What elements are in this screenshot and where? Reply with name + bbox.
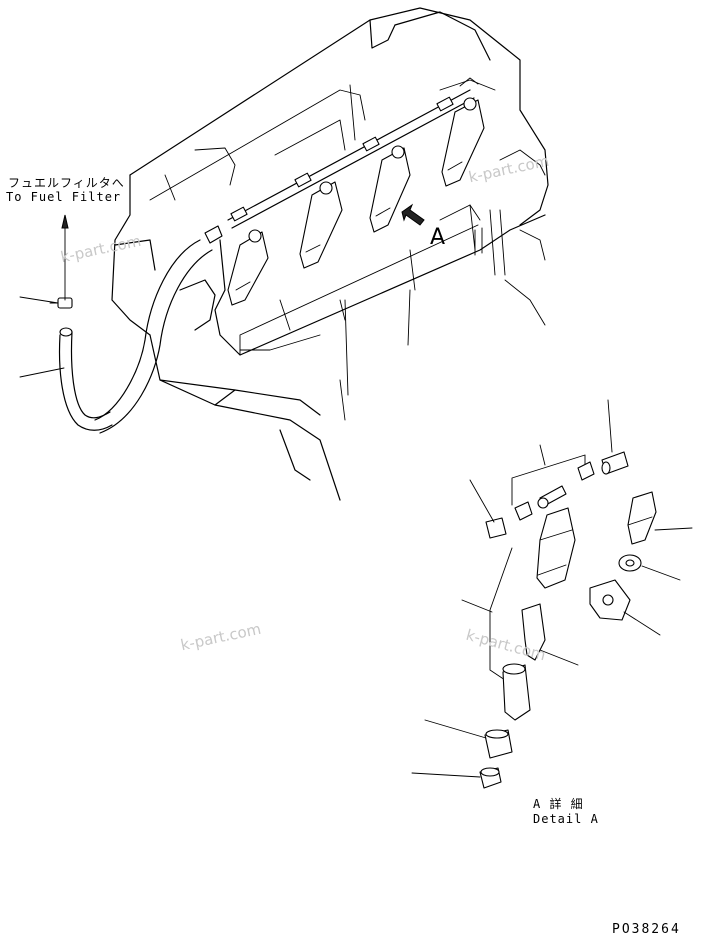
- leader-clamp: [19, 296, 59, 304]
- to-filter-arrowhead: [61, 214, 69, 229]
- view-a-letter: A: [430, 225, 446, 250]
- engine-block: [111, 7, 549, 501]
- clip-right: [577, 461, 595, 481]
- detail-a-label-jp: A 詳 細: [533, 797, 584, 811]
- leader-hose: [19, 367, 65, 378]
- fuel-injector-1: [227, 229, 269, 306]
- seal-piece-left: [485, 517, 507, 539]
- fuel-injector-3: [369, 145, 411, 233]
- hose-clamp: [49, 297, 73, 309]
- detail-a-label-en: Detail A: [533, 812, 599, 826]
- clip-upper: [514, 501, 533, 521]
- nozzle: [521, 603, 546, 661]
- drawing-number: PO38264: [612, 922, 681, 937]
- view-arrow: [401, 203, 425, 226]
- bolt: [627, 491, 657, 545]
- fuel-injector-2: [299, 181, 343, 269]
- fuel-injector-4: [441, 97, 485, 187]
- return-hose: [58, 225, 223, 434]
- leak-off-pipe: [227, 77, 479, 229]
- injector-body: [536, 507, 576, 589]
- to-fuel-filter-label-en: To Fuel Filter: [6, 190, 122, 204]
- to-fuel-filter-label-jp: フュエルフィルタへ: [8, 176, 125, 190]
- detail-a: [411, 399, 693, 789]
